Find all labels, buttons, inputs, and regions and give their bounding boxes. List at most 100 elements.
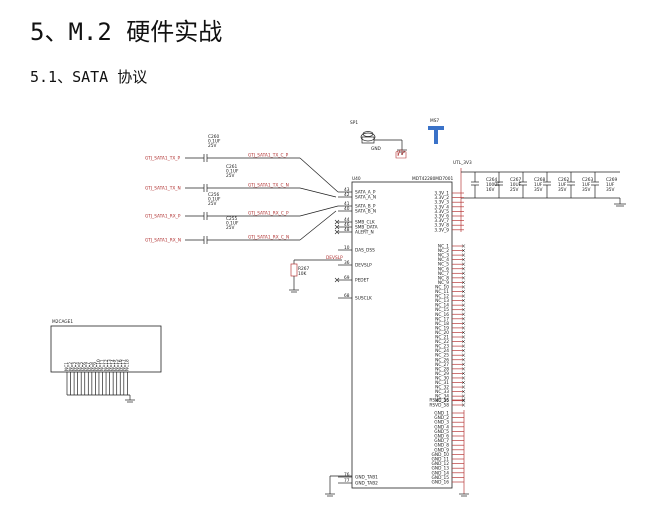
no-connect-mark — [461, 380, 466, 385]
u40-right-pin-name: RSVD_58 — [429, 403, 449, 409]
u40-left-pin-number: 42 — [344, 192, 350, 198]
decap-value-label: 100UF — [486, 182, 500, 188]
u40-left-pin-name: SATA_A_N — [355, 195, 376, 201]
cage-pin-label: NC14 — [110, 359, 116, 371]
cap-value-label: 0.1UF — [226, 169, 239, 175]
u40-right-pin-name: NC_34 — [435, 394, 449, 400]
no-connect-mark — [461, 367, 466, 371]
u40-right-pin-name: 3.3V_1 — [434, 191, 449, 197]
u40-left-pin-number: 36 — [344, 260, 350, 266]
cage-pin-label: NC1 — [64, 362, 70, 371]
u40-right-pin-name: GND_4 — [434, 424, 449, 430]
cap-volt-label: 25V — [226, 173, 234, 179]
r267-ref-label: R267 — [298, 266, 309, 272]
u40-left-pin-name: SATA_B_N — [355, 209, 376, 215]
sata-net-left-label: GTJ_SATA1_TX_P — [145, 156, 180, 162]
u40-left-pin-number: 43 — [344, 187, 350, 193]
sata-net-left-label: GTJ_SATA1_TX_N — [145, 186, 181, 192]
u40-right-pin-name: NC_3 — [438, 253, 449, 259]
no-connect-mark — [461, 344, 466, 348]
no-connect-mark — [461, 253, 466, 257]
cap-volt-label: 25V — [208, 201, 216, 207]
cage-pin-label: NC2 — [68, 362, 74, 371]
no-connect-mark — [461, 257, 466, 262]
power-net-label: UTL_3V3 — [453, 160, 472, 166]
cage-pin-label: NC18 — [125, 359, 131, 371]
no-connect-mark — [461, 389, 466, 394]
no-connect-mark — [334, 219, 340, 225]
cap-volt-label: 25V — [208, 143, 216, 149]
u40-left-pin-name: SUSCLK — [355, 296, 372, 302]
u40-right-pin-name: GND_16 — [432, 480, 450, 486]
u40-right-pin-name: 3.3V_5 — [434, 209, 449, 215]
decap-value-label: 1UF — [534, 182, 543, 188]
cap-value-label: 0.1UF — [226, 221, 239, 227]
no-connect-mark — [461, 371, 466, 376]
u40-right-pin-name: NC_16 — [435, 312, 449, 318]
u40-right-pin-name: GND_15 — [432, 475, 450, 481]
no-connect-mark — [461, 376, 466, 380]
no-connect-mark — [461, 362, 466, 367]
cage-pin-label: NC11 — [100, 359, 106, 371]
no-connect-mark — [461, 244, 466, 248]
u40-right-pin-name: GND_1 — [434, 411, 449, 417]
cage-pin-label: NC3 — [71, 362, 77, 371]
u40-right-pin-name: NC_31 — [435, 380, 449, 386]
u40-right-pin-name: NC_2 — [438, 248, 449, 254]
cap-ref-label: C260 — [208, 134, 219, 140]
u40-right-pin-name: NC_12 — [435, 294, 449, 300]
u40-right-pin-name: GND_8 — [434, 443, 449, 449]
no-connect-mark — [461, 357, 466, 362]
u40-right-pin-name: GND_14 — [432, 470, 450, 476]
u40-right-pin-name: NC_10 — [435, 284, 449, 290]
decap-volt-label: 25V — [510, 187, 518, 193]
u40-right-pin-name: NC_5 — [438, 262, 449, 268]
sata-net-left-label: GTJ_SATA1_RX_N — [145, 238, 181, 244]
no-connect-mark — [461, 303, 466, 307]
no-connect-mark — [461, 294, 466, 298]
sata-net-right-label: GTJ_SATA1_RX_C_N — [248, 235, 289, 241]
u40-right-pin-name: 3.3V_3 — [434, 200, 449, 206]
sata-net-right-label: GTJ_SATA1_TX_C_P — [248, 153, 289, 159]
u40-right-pin-name: NC_7 — [438, 271, 449, 277]
decap-ref-label: C268 — [534, 177, 545, 183]
u40-left-pin-name: SATA_B_P — [355, 204, 376, 210]
u40-right-pin-name: NC_18 — [435, 321, 449, 327]
no-connect-mark — [461, 298, 466, 303]
u40-left-pin-number: 10 — [344, 245, 350, 251]
sp1-ref-label: SP1 — [350, 120, 358, 126]
u40-right-pin-name: NC_14 — [435, 303, 449, 309]
u40-right-pin-name: NC_32 — [435, 385, 449, 391]
u40-right-pin-name: GND_5 — [434, 429, 449, 435]
no-connect-mark — [461, 248, 466, 253]
u40-right-pin-name: NC_1 — [438, 244, 449, 250]
u40-right-pin-name: GND_12 — [432, 461, 450, 467]
cage-pin-label: NC4 — [75, 362, 81, 371]
no-connect-mark — [461, 289, 466, 294]
u40-right-pin-name: NC_33 — [435, 389, 449, 395]
u40-right-pin-name: NC_21 — [435, 335, 449, 341]
u40-left-pin-name: ALERT_N — [355, 230, 374, 236]
u40-right-pin-name: GND_2 — [434, 415, 449, 421]
u40-right-pin-name: NC_23 — [435, 344, 449, 350]
u40-left-pin-number: 46 — [344, 222, 350, 228]
page-title: 5、M.2 硬件实战 — [30, 18, 223, 46]
r267-value-label: 10K — [298, 271, 306, 277]
no-connect-mark — [461, 348, 466, 353]
r267-resistor — [289, 259, 342, 293]
sata-net-right-label: GTJ_SATA1_RX_C_P — [248, 211, 289, 217]
u40-right-pin-name: GND_3 — [434, 420, 449, 426]
u40-left-pin-number: 69 — [344, 275, 350, 281]
no-connect-mark — [461, 262, 466, 266]
u40-right-pin-name: NC_15 — [435, 307, 449, 313]
no-connect-mark — [334, 224, 340, 230]
decap-volt-label: 35V — [534, 187, 542, 193]
cage-pin-label: NC13 — [107, 359, 113, 371]
section-title: 5.1、SATA 协议 — [30, 68, 148, 86]
u40-right-pin-name: 3.3V_4 — [434, 204, 449, 210]
cap-ref-label: C261 — [226, 164, 237, 170]
u40-right-pin-name: GND_10 — [432, 452, 450, 458]
no-connect-mark — [461, 317, 466, 321]
sata-net-left-label: GTJ_SATA1_RX_P — [145, 214, 181, 220]
u40-left-pin-name: DEVSLP — [355, 263, 372, 269]
